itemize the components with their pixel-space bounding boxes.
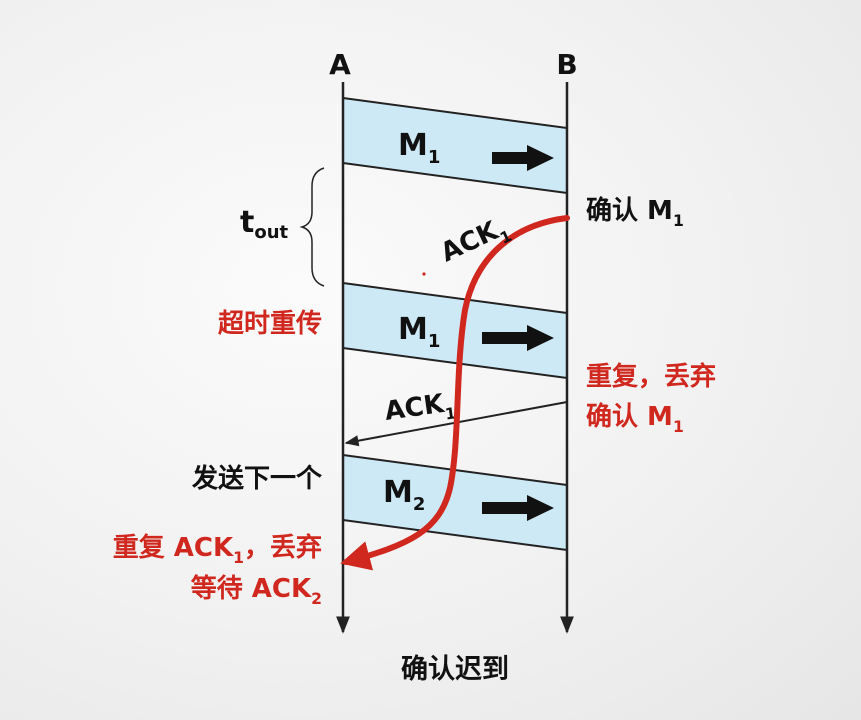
timeout-brace xyxy=(299,167,325,287)
duplicate-discard-label: 重复，丢弃 xyxy=(586,361,716,392)
diagram-caption: 确认迟到 xyxy=(401,653,509,685)
late-ack-curve xyxy=(340,215,570,571)
direction-arrow-icon xyxy=(482,495,554,521)
host-b-label: B xyxy=(556,48,577,81)
direction-arrow-icon xyxy=(492,145,554,171)
frame-label-m1-retransmit: M1 xyxy=(398,312,440,352)
host-a-label: A xyxy=(329,48,351,81)
send-next-label: 发送下一个 xyxy=(191,463,323,494)
direction-arrow-icon xyxy=(482,325,554,351)
timeout-retransmit-label: 超时重传 xyxy=(218,309,322,339)
stray-dot xyxy=(422,272,426,276)
frame-label-m1-first: M1 xyxy=(398,128,440,168)
frame-band-m1-first xyxy=(342,96,568,195)
timeout-label: tout xyxy=(240,205,289,243)
ack-label-late: ACK1 xyxy=(436,211,514,272)
wait-ack2-label: 等待 ACK2 xyxy=(191,573,322,608)
confirm-m1-again-label: 确认 M1 xyxy=(586,401,684,436)
confirm-m1-label: 确认 M1 xyxy=(586,195,684,230)
frame-label-m2: M2 xyxy=(383,475,425,515)
dup-ack-discard-label: 重复 ACK1，丢弃 xyxy=(113,532,322,567)
